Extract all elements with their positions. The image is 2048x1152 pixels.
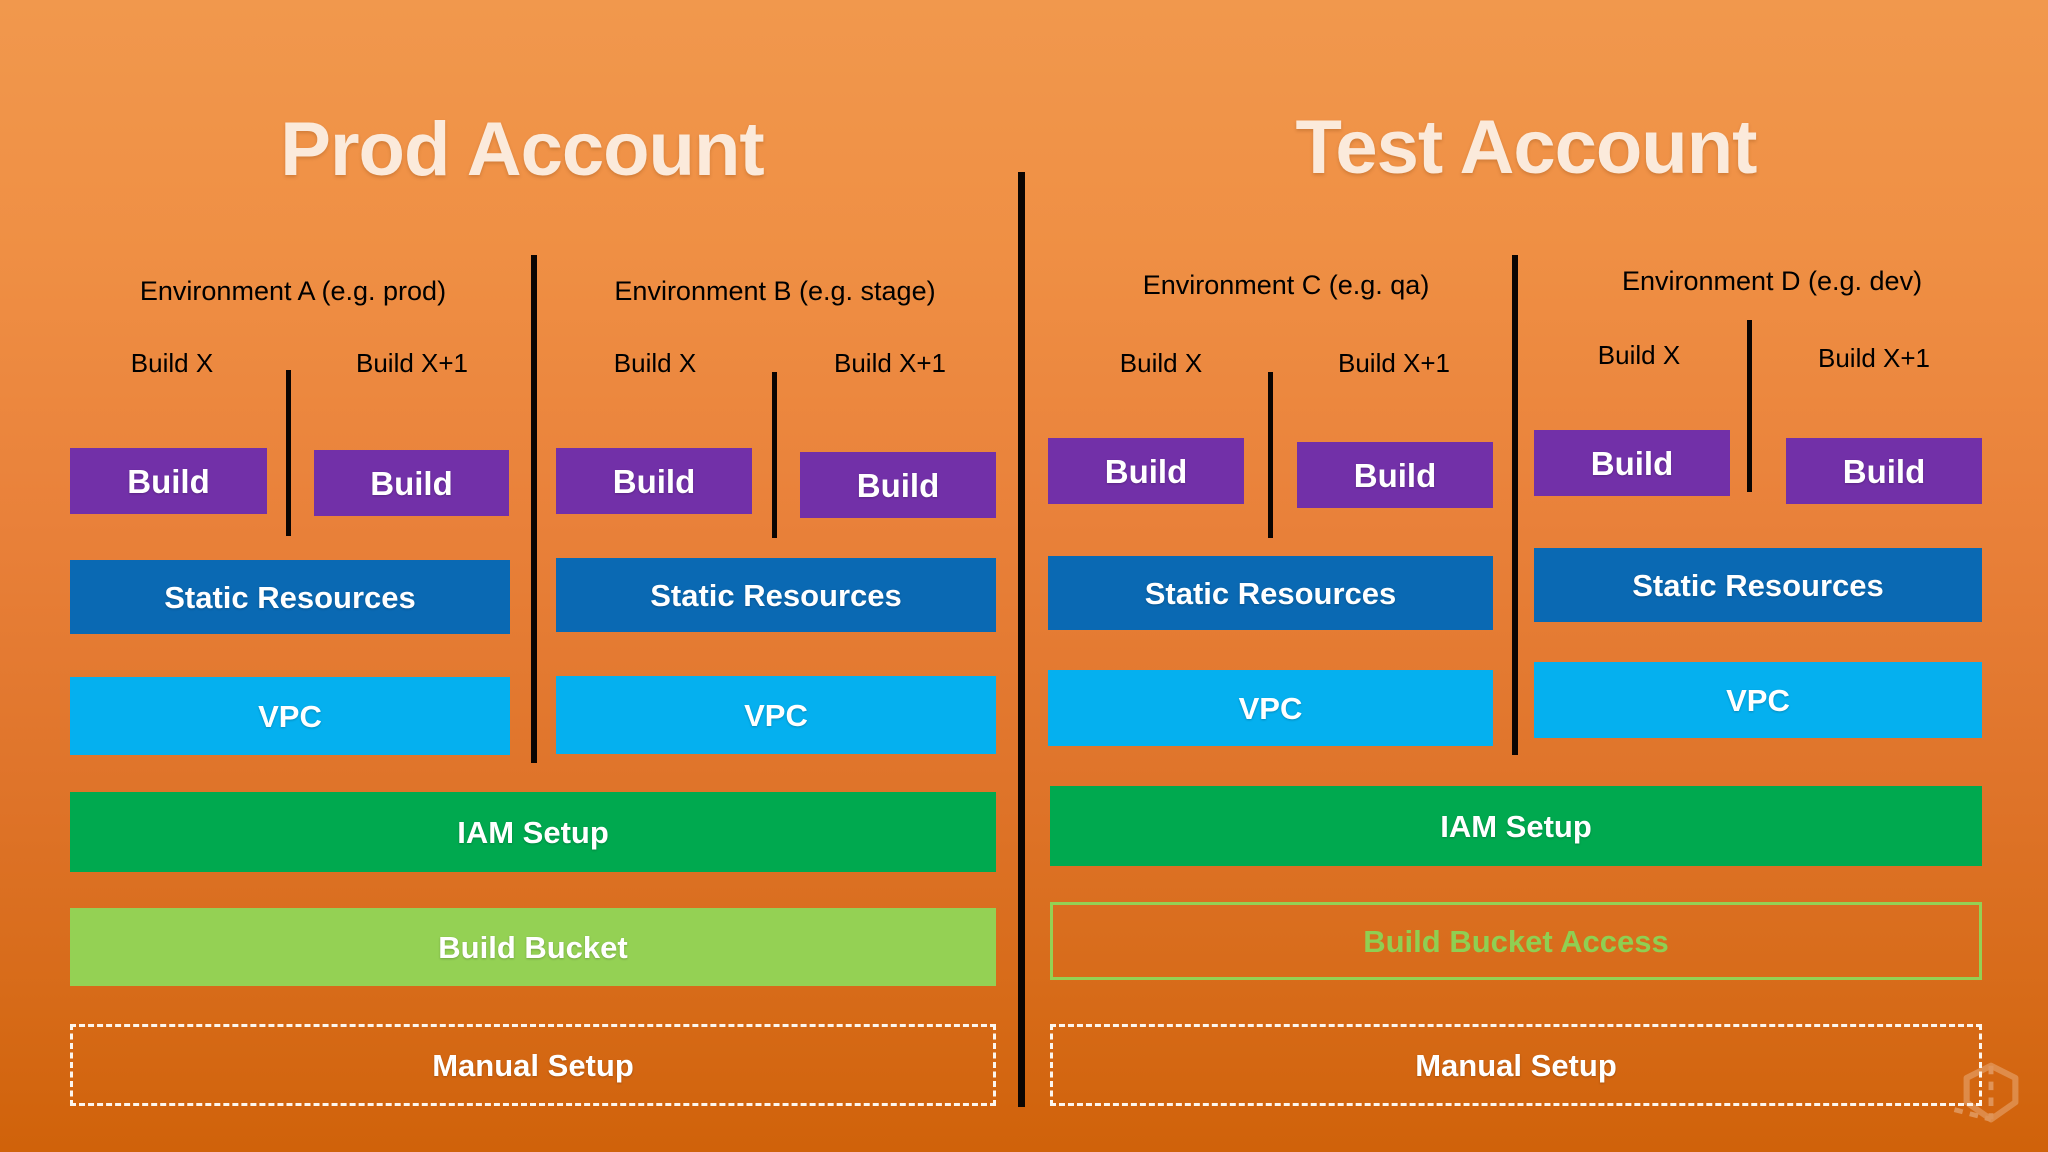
static-resources-env-d[interactable]: Static Resources [1534,548,1982,622]
build-box-env-a-x1[interactable]: Build [314,450,509,516]
static-resources-env-c[interactable]: Static Resources [1048,556,1493,630]
test-account-title: Test Account [1295,105,1758,190]
iam-setup-prod[interactable]: IAM Setup [70,792,996,872]
prod-account-title: Prod Account [280,107,764,192]
manual-setup-prod[interactable]: Manual Setup [70,1024,996,1106]
build-label-env-c-x: Build X [1119,348,1203,378]
build-box-env-d-x1[interactable]: Build [1786,438,1982,504]
account-divider [1018,172,1025,1107]
env-divider-a-b [531,255,537,763]
build-label-env-c-x1: Build X+1 [1337,348,1451,378]
iam-setup-test[interactable]: IAM Setup [1050,786,1982,866]
manual-setup-test[interactable]: Manual Setup [1050,1024,1982,1106]
env-label-env-c: Environment C (e.g. qa) [1142,270,1430,300]
build-bucket-prod[interactable]: Build Bucket [70,908,996,986]
env-label-env-a: Environment A (e.g. prod) [139,276,447,306]
env-label-env-b: Environment B (e.g. stage) [614,276,936,306]
build-box-env-c-x[interactable]: Build [1048,438,1244,504]
build-label-env-b-x: Build X [613,348,697,378]
static-resources-env-b[interactable]: Static Resources [556,558,996,632]
build-divider-env-b [772,372,777,538]
vpc-env-c[interactable]: VPC [1048,670,1493,746]
build-box-env-b-x[interactable]: Build [556,448,752,514]
build-label-env-a-x1: Build X+1 [355,348,469,378]
build-divider-env-c [1268,372,1273,538]
build-label-env-b-x1: Build X+1 [833,348,947,378]
build-label-env-d-x: Build X [1597,340,1681,370]
env-label-env-d: Environment D (e.g. dev) [1621,266,1923,296]
env-divider-c-d [1512,255,1518,755]
static-resources-env-a[interactable]: Static Resources [70,560,510,634]
vpc-env-d[interactable]: VPC [1534,662,1982,738]
build-bucket-access-test[interactable]: Build Bucket Access [1050,902,1982,980]
build-divider-env-a [286,370,291,536]
build-box-env-d-x[interactable]: Build [1534,430,1730,496]
build-divider-env-d [1747,320,1752,492]
vpc-env-b[interactable]: VPC [556,676,996,754]
build-label-env-d-x1: Build X+1 [1817,343,1931,373]
vpc-env-a[interactable]: VPC [70,677,510,755]
build-box-env-a-x[interactable]: Build [70,448,267,514]
build-box-env-c-x1[interactable]: Build [1297,442,1493,508]
build-label-env-a-x: Build X [130,348,214,378]
build-box-env-b-x1[interactable]: Build [800,452,996,518]
